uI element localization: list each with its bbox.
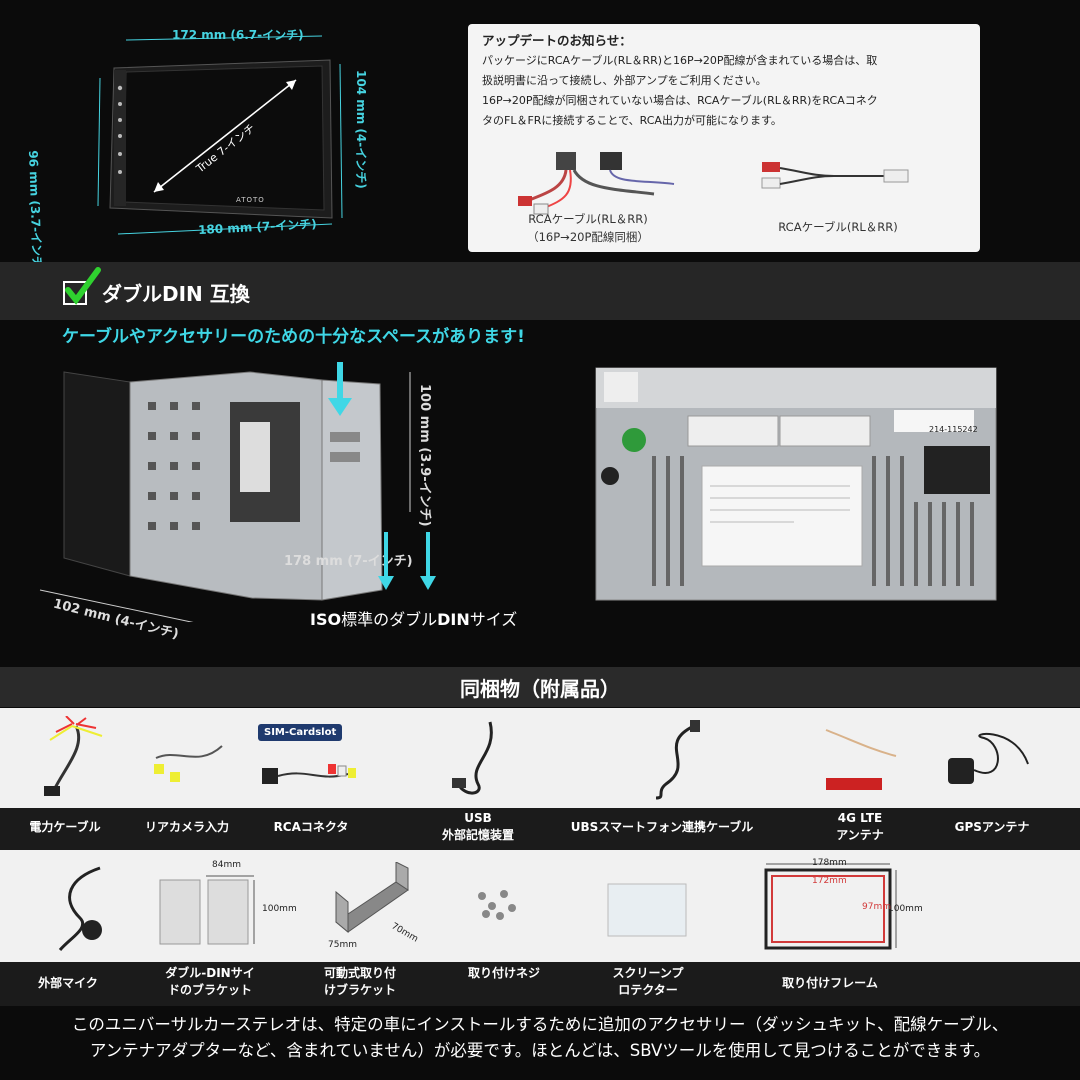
label-screen-protector-line-2: ロテクター <box>618 983 678 997</box>
footer-line-1: このユニバーサルカーステレオは、特定の車にインストールするために追加のアクセサリ… <box>71 1015 1009 1034</box>
chassis-side-image <box>39 362 411 622</box>
footer-note: このユニバーサルカーステレオは、特定の車にインストールするために追加のアクセサリ… <box>18 1012 1062 1064</box>
label-movable-bracket-line-1: 可動式取り付 <box>323 966 396 980</box>
product-dimensions-section: 172 mm (6.7-インチ) 96 mm (3.7-インチ) 104 mm … <box>0 0 1080 274</box>
notice-line-3: 16P→20P配線が同梱されていない場合は、RCAケーブル(RL＆RR)をRCA… <box>482 94 878 107</box>
rca-cable-caption: RCAケーブル(RL＆RR) <box>778 220 898 234</box>
rca-connector-image <box>262 764 356 784</box>
front-height-left-label: 96 mm (3.7-インチ) <box>26 150 45 274</box>
brand-logo-text: ATOTO <box>236 196 265 204</box>
rear-label-code: 214-115242 <box>929 425 978 434</box>
included-header-band <box>0 667 1080 707</box>
rca-harness-caption: RCAケーブル(RL＆RR) （16P→20P配線同梱） <box>488 210 688 246</box>
check-icon <box>63 267 101 305</box>
rca-harness-caption-line-1: RCAケーブル(RL＆RR) <box>528 212 648 226</box>
microphone-image <box>58 866 102 951</box>
movable-bracket-image <box>335 862 409 934</box>
accessories-labels-row-2: 外部マイク ダブル-DINサイ ドのブラケット 可動式取り付 けブラケット 取り… <box>0 962 1080 1006</box>
iso-din: DIN <box>437 610 470 629</box>
footer-line-2: アンテナアダプターなど、含まれていません）が必要です。ほとんどは、SBVツールを… <box>89 1041 991 1060</box>
update-notice-panel: アップデートのお知らせ： パッケージにRCAケーブル(RL＆RR)と16P→20… <box>468 24 980 252</box>
frame-inner-height-label: 97mm <box>862 902 891 912</box>
space-headline: ケーブルやアクセサリーのための十分なスペースがあります! <box>62 327 525 347</box>
label-lte-antenna: 4G LTE アンテナ <box>800 810 920 844</box>
power-cable-image <box>44 716 103 796</box>
bracket-width-label: 84mm <box>212 860 241 870</box>
included-title: 同梱物（附属品） <box>460 677 620 701</box>
notice-line-2: 扱説明書に沿って接続し、外部アンプをご利用ください。 <box>482 74 767 87</box>
label-movable-bracket-line-2: けブラケット <box>323 983 396 997</box>
label-movable-bracket: 可動式取り付 けブラケット <box>300 965 420 999</box>
screen-protector-image <box>607 883 687 937</box>
label-lte-line-1: 4G LTE <box>837 811 883 825</box>
front-height-right-label: 104 mm (4-インチ) <box>354 70 368 189</box>
double-din-bracket-image <box>159 875 255 945</box>
accessories-row-1: SIM-Cardslot <box>0 708 1080 808</box>
movable-bracket-dim-a: 75mm <box>328 940 357 950</box>
chassis-width-label: 178 mm (7-インチ) <box>284 554 413 569</box>
usb-cable-image <box>452 721 493 795</box>
smartphone-cable-image <box>655 720 700 800</box>
label-microphone: 外部マイク <box>38 976 98 990</box>
double-din-title: ダブルDIN 互換 <box>102 282 250 306</box>
notice-line-4: タのFL＆FRに接続することで、RCA出力が可能になります。 <box>482 114 782 127</box>
label-usb-line-1: USB <box>464 811 492 825</box>
screws-image <box>478 890 516 920</box>
frame-inner-width-label: 172mm <box>812 876 847 886</box>
gps-antenna-image <box>948 732 1029 784</box>
chassis-height-label: 100 mm (3.9-インチ) <box>417 384 432 527</box>
label-screen-protector: スクリーンプ ロテクター <box>588 965 708 999</box>
iso-standard-label: ISO標準のダブルDINサイズ <box>310 606 517 630</box>
accessories-row-2: 84mm 100mm 75mm 70mm 178mm 172mm 97mm 10… <box>0 850 1080 962</box>
double-din-section: ダブルDIN 互換 ケーブルやアクセサリーのための十分なスペースがあります! 1… <box>0 262 1080 667</box>
label-lte-line-2: アンテナ <box>836 828 884 842</box>
label-rca-connector: RCAコネクタ <box>273 820 349 834</box>
rca-harness-image <box>518 152 675 215</box>
label-usb: USB 外部記憶装置 <box>418 810 538 844</box>
notice-title: アップデートのお知らせ： <box>482 33 632 48</box>
sim-cardslot-tag: SIM-Cardslot <box>258 724 343 741</box>
label-din-bracket-line-2: ドのブラケット <box>167 983 252 997</box>
iso-prefix: ISO <box>310 610 342 629</box>
frame-outer-width-label: 178mm <box>812 858 847 868</box>
iso-suffix: サイズ <box>469 610 518 629</box>
label-gps-antenna: GPSアンテナ <box>954 820 1030 834</box>
frame-outer-height-label: 100mm <box>888 904 923 914</box>
iso-mid: 標準のダブル <box>341 610 438 629</box>
front-width-label: 172 mm (6.7-インチ) <box>172 28 304 42</box>
rca-cable-image <box>761 162 909 189</box>
down-arrows-icon <box>378 532 436 590</box>
label-smartphone-cable: UBSスマートフォン連携ケーブル <box>570 820 754 834</box>
label-power-cable: 電力ケーブル <box>29 820 101 834</box>
chassis-rear-image <box>595 367 997 601</box>
label-din-bracket: ダブル-DINサイ ドのブラケット <box>150 965 270 999</box>
mounting-frame-image <box>764 863 897 950</box>
notice-line-1: パッケージにRCAケーブル(RL＆RR)と16P→20P配線が含まれている場合は… <box>482 54 878 67</box>
accessories-labels-row-1: 電力ケーブル リアカメラ入力 RCAコネクタ USB 外部記憶装置 UBSスマー… <box>0 808 1080 850</box>
label-mounting-frame: 取り付けフレーム <box>782 976 878 990</box>
label-screen-protector-line-1: スクリーンプ <box>612 966 684 980</box>
rca-harness-caption-line-2: （16P→20P配線同梱） <box>527 230 649 244</box>
rear-camera-cable-image <box>154 745 223 782</box>
head-unit-front-image <box>97 35 343 235</box>
label-screws: 取り付けネジ <box>467 966 540 980</box>
label-din-bracket-line-1: ダブル-DINサイ <box>165 966 255 980</box>
label-rear-camera: リアカメラ入力 <box>144 820 229 834</box>
lte-antenna-image <box>825 729 897 790</box>
label-usb-line-2: 外部記憶装置 <box>441 828 514 842</box>
bracket-height-label: 100mm <box>262 904 297 914</box>
double-din-header-band <box>0 262 1080 320</box>
